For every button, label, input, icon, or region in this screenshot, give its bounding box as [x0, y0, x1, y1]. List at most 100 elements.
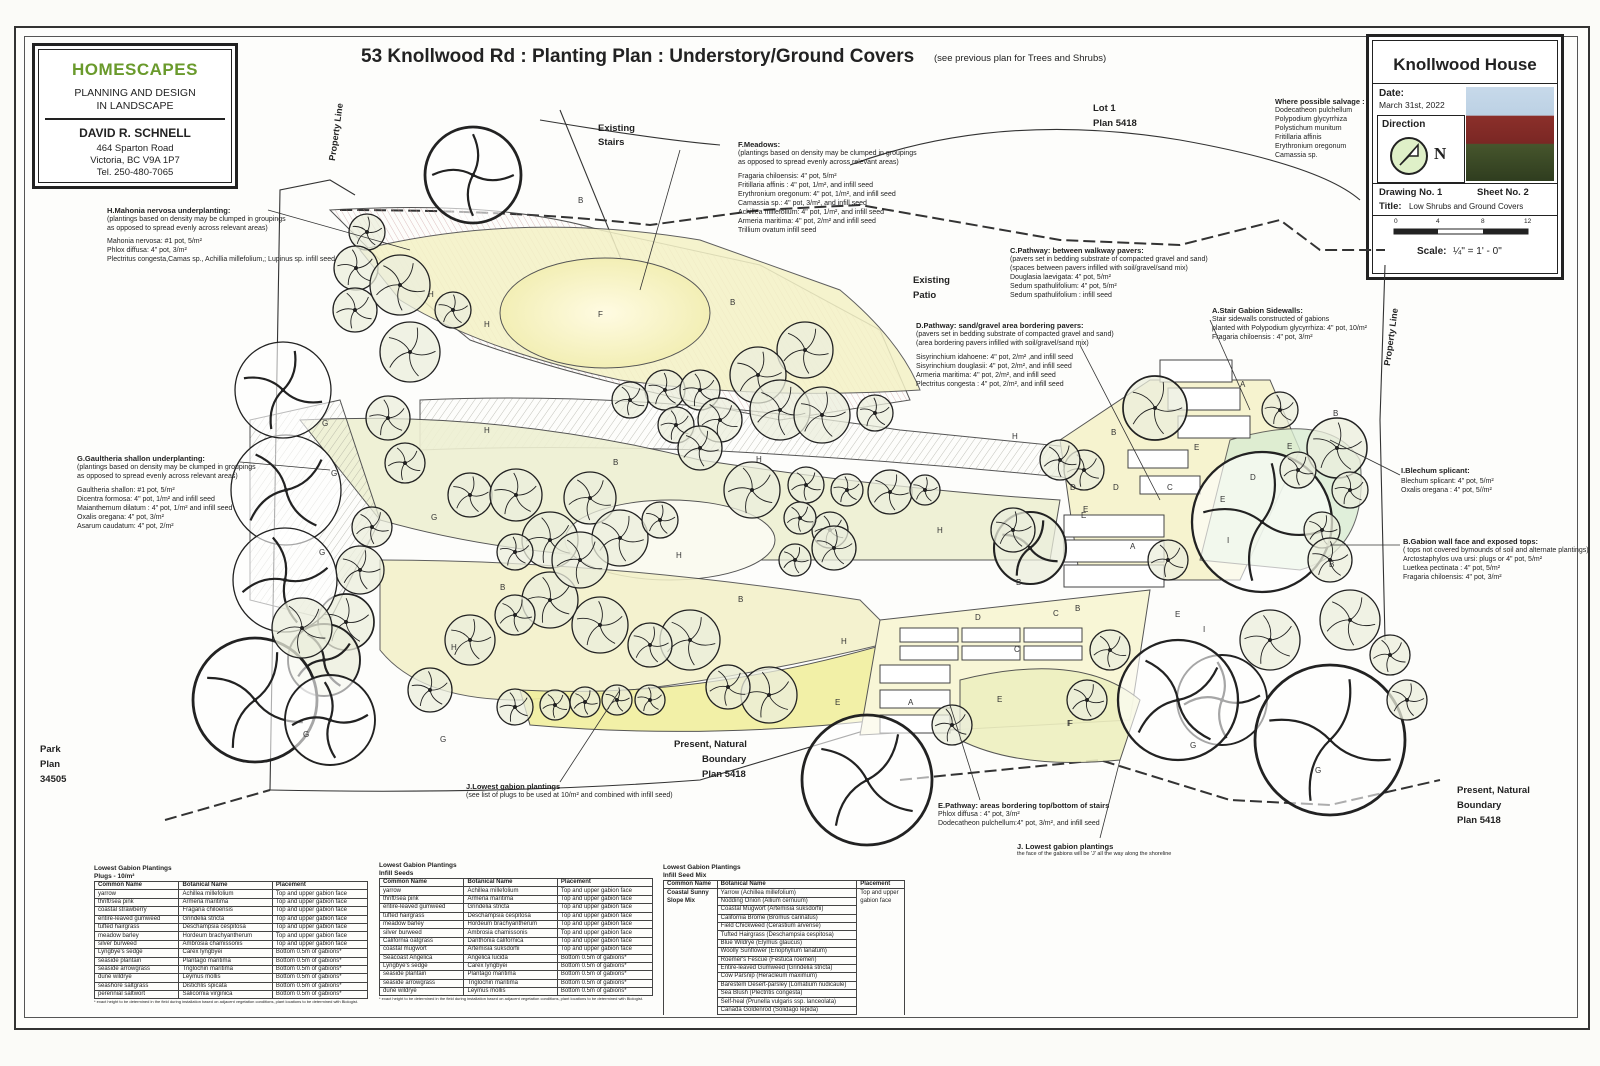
zone-letter: B — [1329, 560, 1334, 569]
shrub-symbol — [1307, 537, 1353, 583]
zone-letter: D — [1250, 473, 1256, 482]
table-cell: tufted hairgrass — [93, 922, 180, 933]
shrub-symbol — [434, 291, 472, 329]
company-tagline-2: IN LANDSCAPE — [96, 100, 174, 112]
paver — [1063, 514, 1165, 538]
table-cell: Carex lyngbyei — [463, 961, 558, 972]
table-cell — [663, 981, 718, 990]
shrub-symbol — [569, 686, 601, 718]
bed-f-lower — [959, 668, 1141, 763]
title-label: Title: — [1379, 201, 1402, 212]
zone-letter: B — [500, 583, 505, 592]
table-cell: coastal strawberry — [93, 906, 180, 916]
table-cell: Armeria maritima — [178, 897, 273, 908]
paver — [899, 645, 959, 661]
shrub-symbol — [644, 369, 686, 411]
table-cell — [663, 914, 718, 923]
zone-letter: H — [484, 320, 490, 329]
title-value: Low Shrubs and Ground Covers — [1409, 202, 1524, 211]
company-tagline-1: PLANNING AND DESIGN — [74, 87, 196, 99]
table-cell — [663, 989, 718, 998]
table-cell: Top and upper gabion face — [271, 897, 369, 908]
table-cell: Self-heal (Prunella vulgaris ssp. lanceo… — [716, 997, 858, 1007]
shrub-symbol — [379, 321, 441, 383]
table-cell: Tufted Hairgrass (Deschampsia cespitosa) — [716, 930, 858, 940]
paver — [1063, 564, 1165, 588]
table-cell: Distichlis spicata — [178, 981, 273, 992]
leader-lines — [239, 149, 1401, 839]
shrub-symbol — [641, 501, 679, 539]
shrub-symbol — [384, 442, 426, 484]
shrub-symbol — [335, 545, 385, 595]
north-arrow-icon — [1390, 137, 1428, 175]
shrub-symbol — [1066, 679, 1108, 721]
table-header-cell: Botanical Name — [716, 879, 858, 890]
title-block-divider — [1373, 83, 1557, 84]
shrub-symbol — [634, 684, 666, 716]
patio-arc — [849, 128, 1361, 201]
table-cell — [856, 997, 905, 1007]
table-row: California Brome (Bromus carinatus) — [663, 913, 905, 923]
table-cell — [856, 981, 905, 990]
zone-letter: C — [1053, 609, 1059, 618]
shrub-symbol — [332, 287, 378, 333]
shrub-symbol — [563, 471, 617, 525]
table-cell: Leymus mollis — [463, 987, 558, 997]
shrub-symbol — [740, 666, 798, 724]
table-cell: entire-leaved gumweed — [378, 903, 465, 913]
shrub-symbol — [1369, 634, 1411, 676]
paver — [879, 689, 951, 709]
shrub-symbol — [551, 531, 609, 589]
table-cell: Bottom 0.5m of gabions* — [556, 970, 654, 980]
scale-value: ¼" = 1' - 0" — [1453, 246, 1502, 257]
table-cell: Coastal Mugwort (Artemisia suksdorfii) — [716, 905, 858, 915]
table-cell: Angelica lucida — [463, 953, 558, 963]
north-letter: N — [1434, 144, 1447, 163]
shrub-symbol — [778, 543, 812, 577]
table-cell — [856, 956, 905, 965]
table-cell: Top and upper gabion face — [271, 931, 369, 941]
shrub-symbol — [601, 684, 633, 716]
table-cell — [663, 997, 718, 1007]
salvage-list: Where possible salvage : Dodecatheon pul… — [1275, 97, 1365, 159]
table-cell: Top and upper gabion face — [556, 903, 654, 913]
shrub-symbol — [611, 381, 649, 419]
zone-letter: A — [1240, 380, 1246, 389]
paver — [1159, 359, 1233, 383]
shrub-symbol — [793, 386, 851, 444]
note-c: C.Pathway: between walkway pavers: (pave… — [1010, 246, 1208, 299]
table-cell: Deschampsia cespitosa — [178, 922, 273, 933]
table-cell: Bottom 0.5m of gabions* — [271, 990, 369, 1000]
existing-patio-label: Existing Patio — [913, 275, 950, 301]
table-cell: Danthonia californica — [463, 936, 558, 947]
table-cell: Yarrow (Achillea millefolium) — [716, 888, 858, 898]
table-cell — [856, 989, 905, 998]
table-cell: Bottom 0.5m of gabions* — [271, 964, 369, 975]
zone-letter: H — [676, 551, 682, 560]
paver — [899, 627, 959, 643]
shrub-symbol — [423, 125, 523, 225]
boundary-right-label: Present, Natural Boundary Plan 5418 — [1457, 785, 1530, 826]
table-cell — [663, 1006, 718, 1015]
table-cell: silver burweed — [378, 928, 465, 938]
shrub-symbol — [627, 622, 673, 668]
address-line-1: 464 Sparton Road — [96, 143, 174, 154]
table-cell: Ambrosia chamissonis — [463, 928, 558, 938]
table-cell: meadow barley — [378, 919, 465, 930]
zone-letter: H — [841, 637, 847, 646]
shrub-symbol — [787, 466, 825, 504]
title-block-divider — [1373, 215, 1557, 216]
table-cell: Top and upper gabion face — [271, 906, 369, 916]
note-i: I.Blechum splicant: Blechum splicant: 4"… — [1401, 466, 1494, 494]
table-cell: Carex lyngbyei — [178, 948, 273, 958]
shrub-symbol — [1386, 679, 1428, 721]
